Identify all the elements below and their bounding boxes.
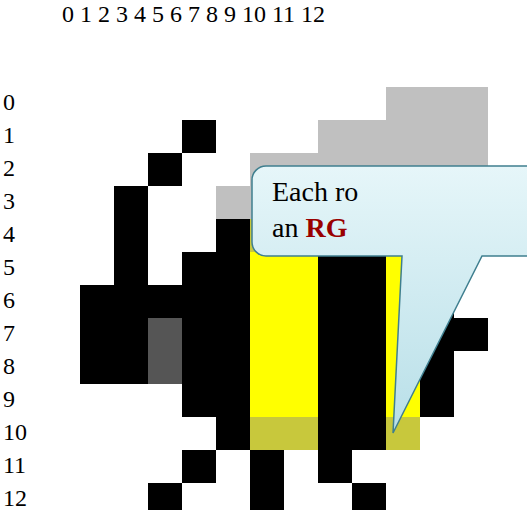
row-number: 8: [3, 352, 15, 380]
callout-emphasis: RG: [305, 212, 347, 243]
column-number: 6: [170, 0, 182, 28]
column-number: 7: [188, 0, 200, 28]
column-number: 11: [272, 0, 295, 28]
column-number: 1: [80, 0, 92, 28]
column-number: 0: [62, 0, 74, 28]
column-number: 12: [301, 0, 325, 28]
column-number: 10: [242, 0, 266, 28]
column-number: 5: [152, 0, 164, 28]
row-number: 7: [3, 319, 15, 347]
row-number: 2: [3, 154, 15, 182]
callout-outline: [252, 166, 527, 433]
row-number: 4: [3, 220, 15, 248]
row-number: 3: [3, 187, 15, 215]
column-number: 3: [116, 0, 128, 28]
column-number: 2: [98, 0, 110, 28]
column-number: 9: [224, 0, 236, 28]
row-number: 11: [3, 451, 26, 479]
row-number: 6: [3, 286, 15, 314]
column-number: 8: [206, 0, 218, 28]
row-number: 1: [3, 121, 15, 149]
row-number: 9: [3, 385, 15, 413]
column-number: 4: [134, 0, 146, 28]
row-number: 5: [3, 253, 15, 281]
row-number: 10: [3, 418, 27, 446]
callout-bubble: Each ro anRG: [252, 166, 527, 256]
row-number: 0: [3, 88, 15, 116]
eye-pixels: [148, 318, 182, 384]
callout-text: Each ro anRG: [272, 174, 380, 247]
row-number: 12: [3, 484, 27, 510]
column-axis: 0123456789101112: [62, 0, 325, 28]
